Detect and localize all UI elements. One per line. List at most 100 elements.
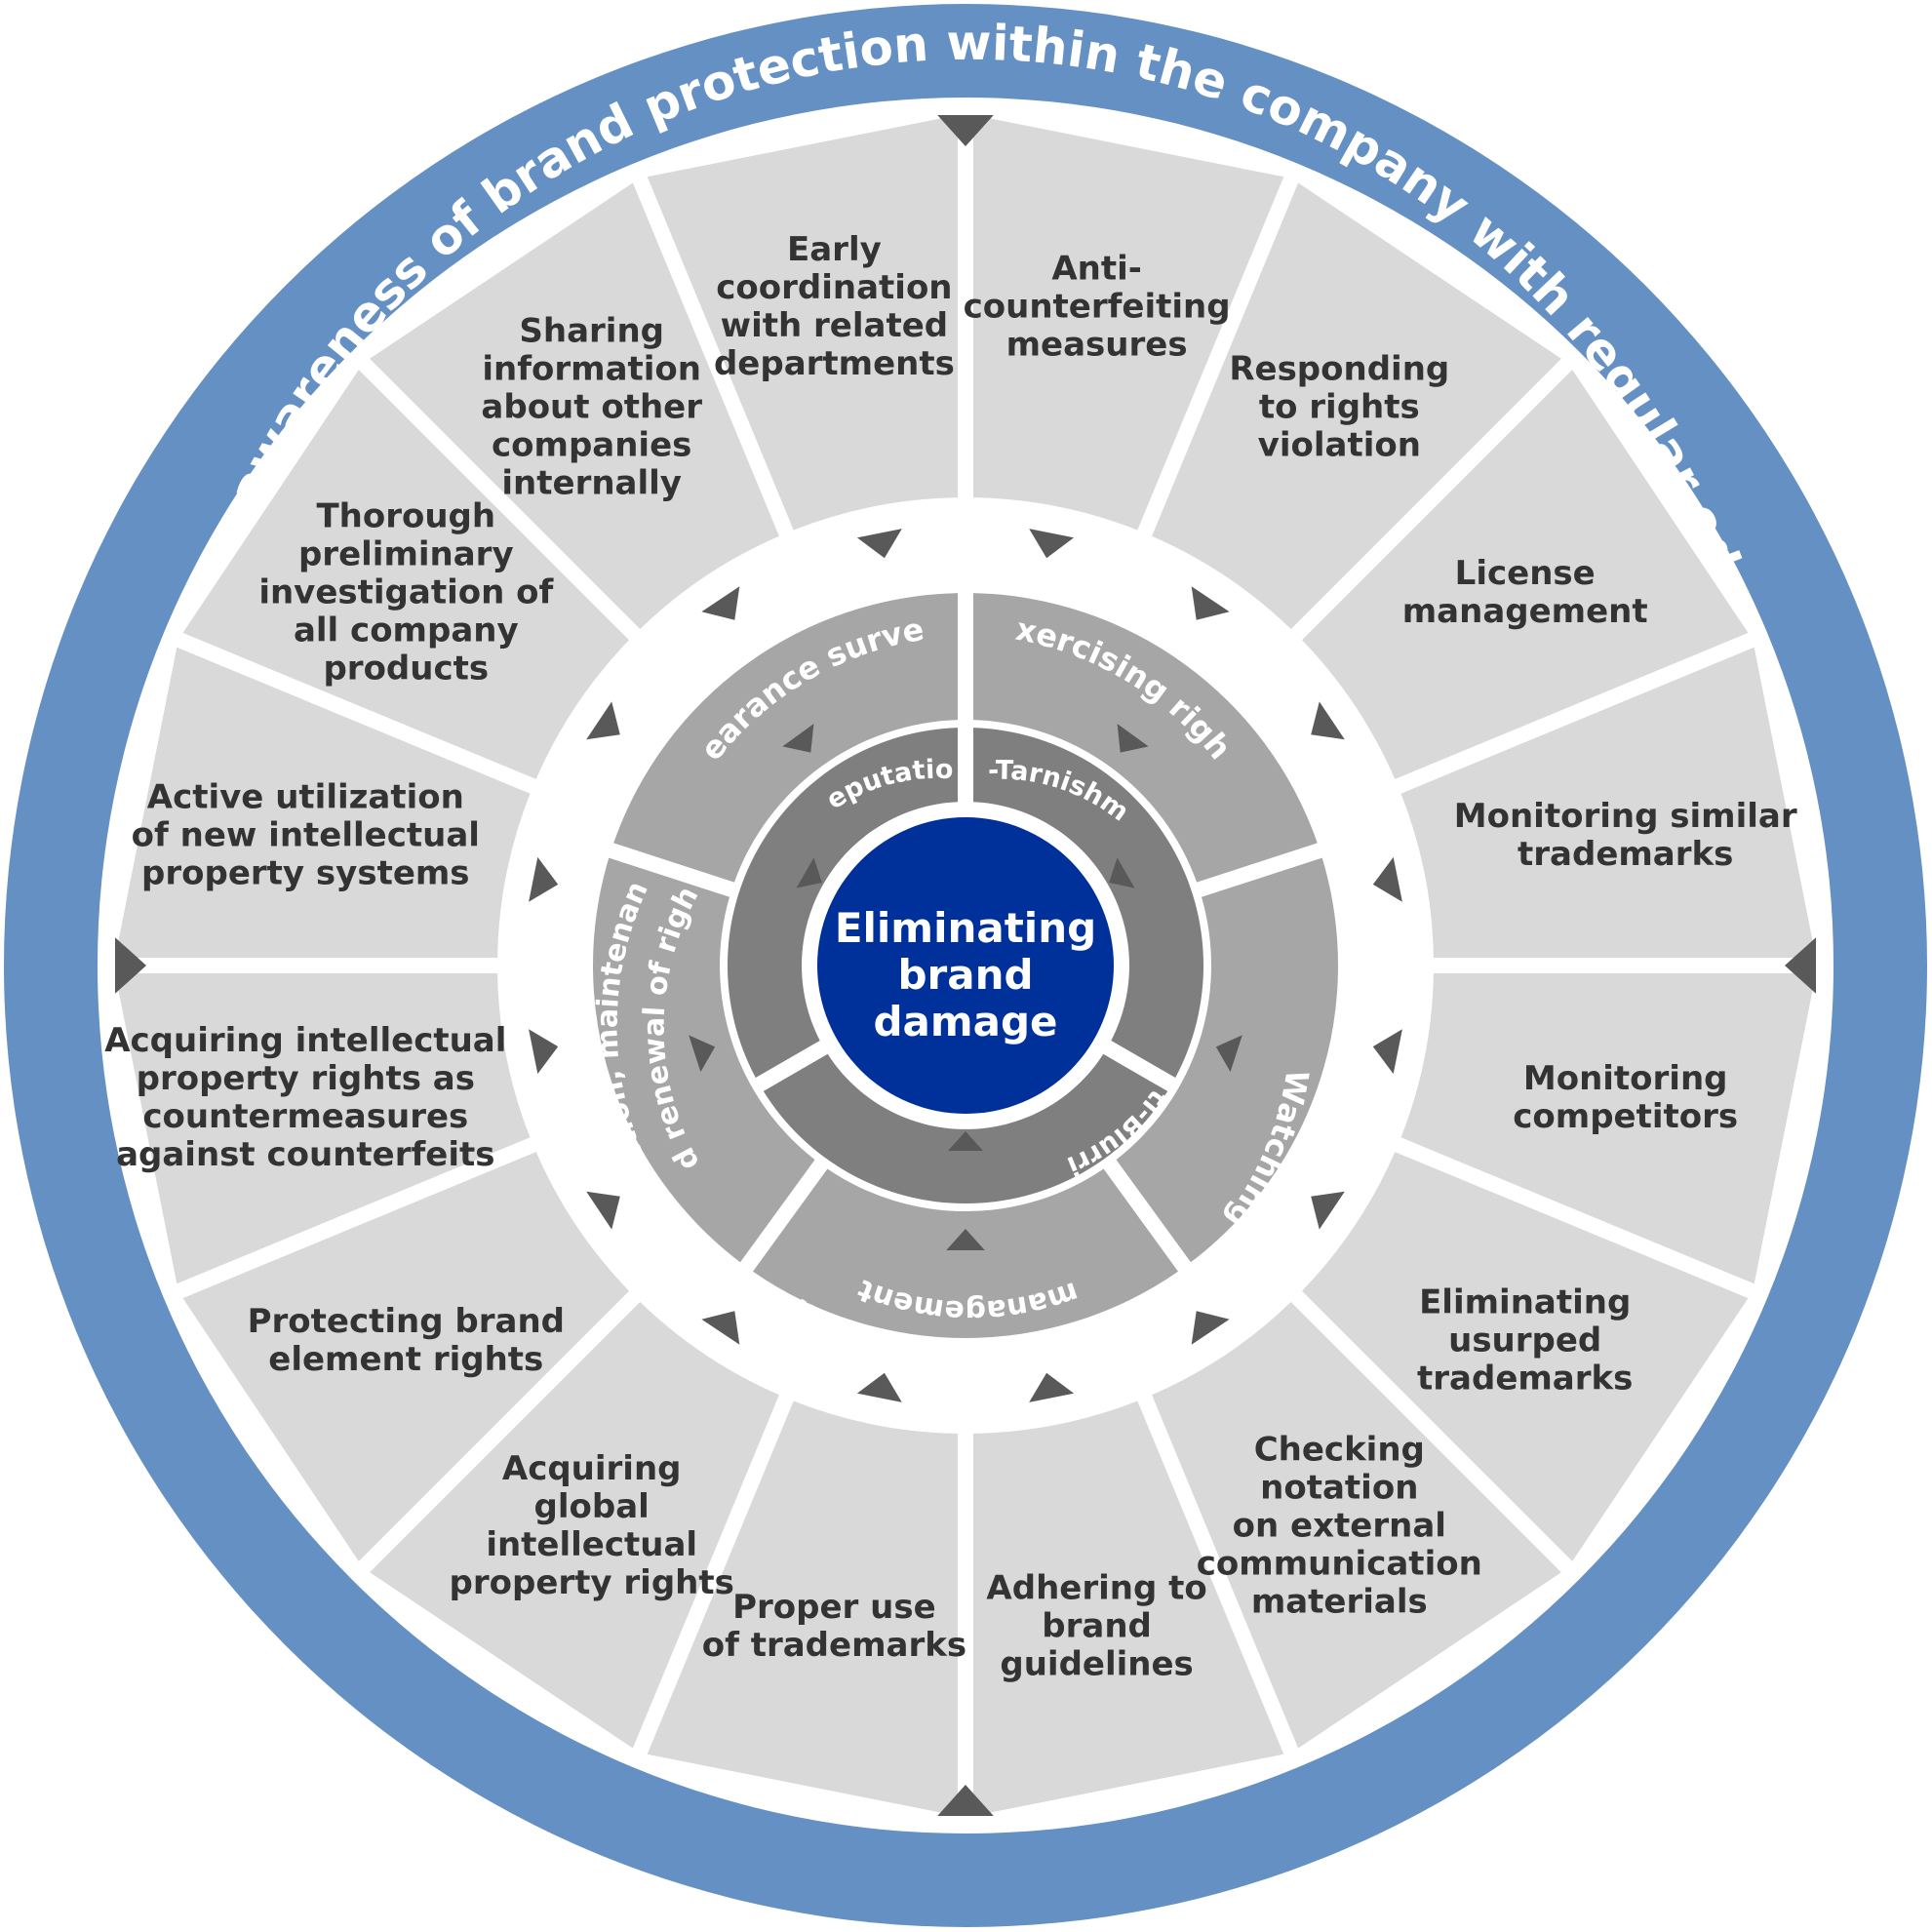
outer-segment-8 [973, 1400, 1284, 1816]
center-disc [817, 817, 1114, 1114]
segment-arrow-6 [1311, 1191, 1345, 1230]
segment-arrow-13 [529, 856, 559, 902]
outer-segment-label-line: Monitoring similar [1454, 797, 1797, 836]
outer-segment-label-line: guidelines [1000, 1645, 1193, 1684]
inner-arrow-1 [1109, 857, 1135, 888]
outer-segment-label-line: Thorough [316, 497, 495, 536]
outer-segment-label-line: to rights [1259, 387, 1420, 426]
outer-segment-label-line: Acquiring intellectual [104, 1021, 506, 1060]
middle-arrow-4 [689, 1035, 716, 1073]
outer-segment-label-line: intellectual [486, 1525, 697, 1564]
outer-segment-5 [1400, 973, 1816, 1284]
outer-segment-label-line: coordination [716, 268, 952, 307]
middle-segment-1 [613, 593, 958, 883]
segment-arrow-2 [1191, 586, 1230, 620]
outer-segment-label-line: Active utilization [147, 777, 464, 816]
outer-segment-label-line: information [482, 349, 701, 388]
outer-segment-label-line: all company [294, 611, 519, 651]
outer-segment-label-line: materials [1251, 1583, 1428, 1622]
outer-segment-label-line: Protecting brand [248, 1302, 565, 1341]
outer-segment-label-line: management [1402, 592, 1648, 631]
outer-segment-label-line: departments [714, 344, 955, 383]
outer-segment-label-line: Eliminating [1419, 1282, 1631, 1321]
outer-segment-label-line: competitors [1513, 1097, 1738, 1136]
outer-segment-label-line: Monitoring [1523, 1059, 1728, 1098]
outer-segment-label-line: measures [1006, 325, 1188, 364]
outer-segment-label-line: Checking [1254, 1431, 1425, 1470]
outer-segment-label-line: investigation of [258, 573, 554, 612]
outer-segment-label-line: violation [1258, 425, 1421, 464]
outer-segment-7 [1152, 1302, 1561, 1749]
outer-segment-11 [182, 1152, 629, 1561]
outer-segment-label-line: Acquiring [502, 1449, 682, 1488]
outer-segment-label-line: against counterfeits [116, 1135, 494, 1174]
outer-arrow-4 [115, 937, 146, 994]
outer-segment-label-line: Adhering to [986, 1569, 1206, 1608]
outer-segment-label-line: element rights [268, 1340, 543, 1379]
outer-segment-label-line: with related [721, 306, 948, 345]
center-circle: Eliminating brand damage [817, 817, 1114, 1114]
outer-segment-label-line: trademarks [1518, 835, 1733, 874]
inner-ring-segments [727, 728, 1204, 1204]
outer-segment-label-line: countermeasures [142, 1097, 468, 1136]
segment-arrow-14 [586, 701, 620, 740]
outer-segment-12 [115, 973, 531, 1284]
outer-segment-label-line: Anti- [1051, 249, 1142, 288]
inner-arrow-3 [796, 857, 822, 888]
outer-segment-9 [647, 1400, 958, 1816]
outer-segment-label-line: internally [501, 463, 682, 502]
outer-segment-label-line: property rights [450, 1563, 734, 1602]
outer-segment-10 [370, 1302, 779, 1749]
segment-arrow-16 [856, 529, 902, 559]
outer-segment-15 [370, 182, 779, 629]
center-line-3: damage [873, 998, 1057, 1045]
outer-segment-label-line: property rights as [137, 1059, 475, 1098]
segment-arrow-15 [701, 586, 740, 620]
arrow-markers [115, 115, 1816, 1816]
segment-arrow-5 [1372, 1029, 1402, 1075]
outer-segment-label-line: products [323, 650, 489, 689]
inner-segment-2 [973, 728, 1204, 1078]
segment-arrow-12 [529, 1029, 559, 1075]
segment-arrow-4 [1372, 856, 1402, 902]
outer-arrow-2 [1785, 937, 1816, 994]
segment-arrow-11 [586, 1191, 620, 1230]
outer-segment-13 [115, 647, 531, 958]
outer-segment-label-line: trademarks [1417, 1359, 1633, 1398]
outer-segment-4 [1400, 647, 1816, 958]
outer-segment-label-line: Sharing [519, 311, 664, 350]
outer-segment-label-line: of new intellectual [132, 815, 480, 854]
segment-arrow-1 [1029, 529, 1075, 559]
segment-arrow-8 [1029, 1372, 1075, 1402]
center-line-1: Eliminating [835, 904, 1096, 952]
outer-segment-2 [1152, 182, 1561, 629]
middle-segment-2 [973, 593, 1318, 883]
outer-segment-label-line: about other [481, 387, 702, 426]
middle-segment-4 [753, 1168, 1178, 1339]
outer-segment-label-line: usurped [1448, 1321, 1601, 1360]
segment-arrow-3 [1311, 701, 1345, 740]
outer-segment-label-line: Early [787, 230, 882, 269]
outer-arrow-3 [937, 1785, 994, 1816]
middle-arrow-2 [1215, 1035, 1242, 1073]
outer-segment-6 [1302, 1152, 1749, 1561]
outer-segment-1 [973, 115, 1284, 531]
middle-arrow-5 [782, 724, 814, 753]
